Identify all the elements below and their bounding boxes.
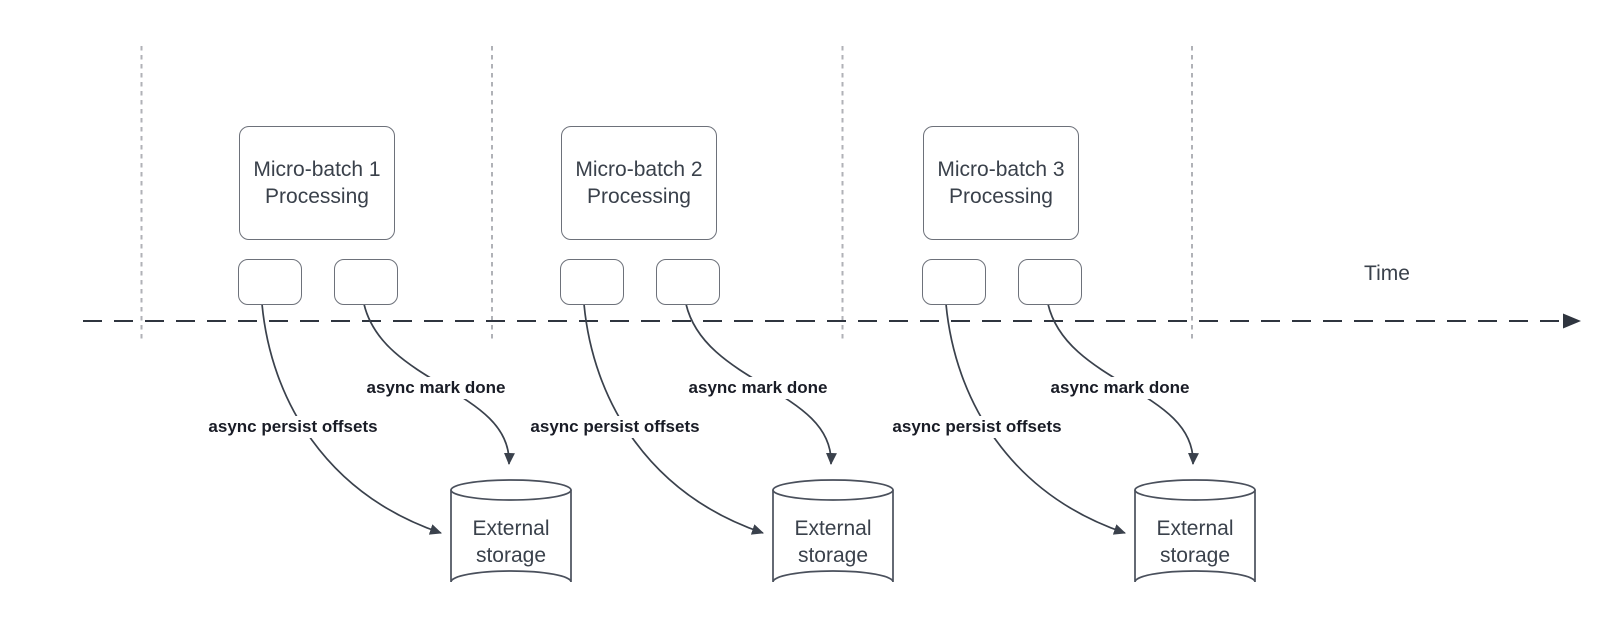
external-storage-cylinder — [772, 490, 894, 583]
async-persist-offsets-arrow — [261, 303, 442, 535]
external-storage-label: External storage — [773, 515, 893, 569]
async-persist-offsets-label: async persist offsets — [526, 416, 704, 438]
async-persist-offsets-label: async persist offsets — [888, 416, 1066, 438]
external-storage-cylinder — [450, 490, 572, 583]
processing-box-label-line2: Processing — [949, 185, 1053, 208]
processing-box-label-line2: Processing — [265, 185, 369, 208]
processing-box-label-line1: Micro-batch 1 — [253, 158, 381, 181]
async-persist-offsets-arrow — [945, 303, 1126, 535]
external-storage-cylinder — [1134, 490, 1256, 583]
storage-label-line1: External — [472, 517, 550, 540]
async-mark-done-label: async mark done — [362, 377, 510, 399]
storage-label-line1: External — [794, 517, 872, 540]
storage-label-line2: storage — [1159, 544, 1231, 567]
external-storage-cylinder-top — [772, 479, 894, 501]
external-storage-cylinder-top — [1134, 479, 1256, 501]
storage-label-line2: storage — [797, 544, 869, 567]
storage-label-line1: External — [1156, 517, 1234, 540]
microbatch-processing-box: Micro-batch 2 Processing — [561, 126, 717, 240]
external-storage-cylinder-top — [450, 479, 572, 501]
external-storage-label: External storage — [451, 515, 571, 569]
mark-done-task-box — [656, 259, 720, 305]
async-mark-done-label: async mark done — [1046, 377, 1194, 399]
time-axis-arrowhead — [1563, 313, 1581, 329]
microbatch-processing-box: Micro-batch 3 Processing — [923, 126, 1079, 240]
external-storage-label: External storage — [1135, 515, 1255, 569]
async-mark-done-label: async mark done — [684, 377, 832, 399]
offsets-task-box — [560, 259, 624, 305]
mark-done-task-box — [1018, 259, 1082, 305]
storage-label-line2: storage — [475, 544, 547, 567]
async-persist-offsets-arrow — [583, 303, 764, 535]
time-axis-label: Time — [1364, 262, 1410, 285]
processing-box-label-line1: Micro-batch 2 — [575, 158, 703, 181]
mark-done-task-box — [334, 259, 398, 305]
processing-box-label-line2: Processing — [587, 185, 691, 208]
async-persist-offsets-label: async persist offsets — [204, 416, 382, 438]
processing-box-label-line1: Micro-batch 3 — [937, 158, 1065, 181]
microbatch-processing-box: Micro-batch 1 Processing — [239, 126, 395, 240]
offsets-task-box — [238, 259, 302, 305]
offsets-task-box — [922, 259, 986, 305]
